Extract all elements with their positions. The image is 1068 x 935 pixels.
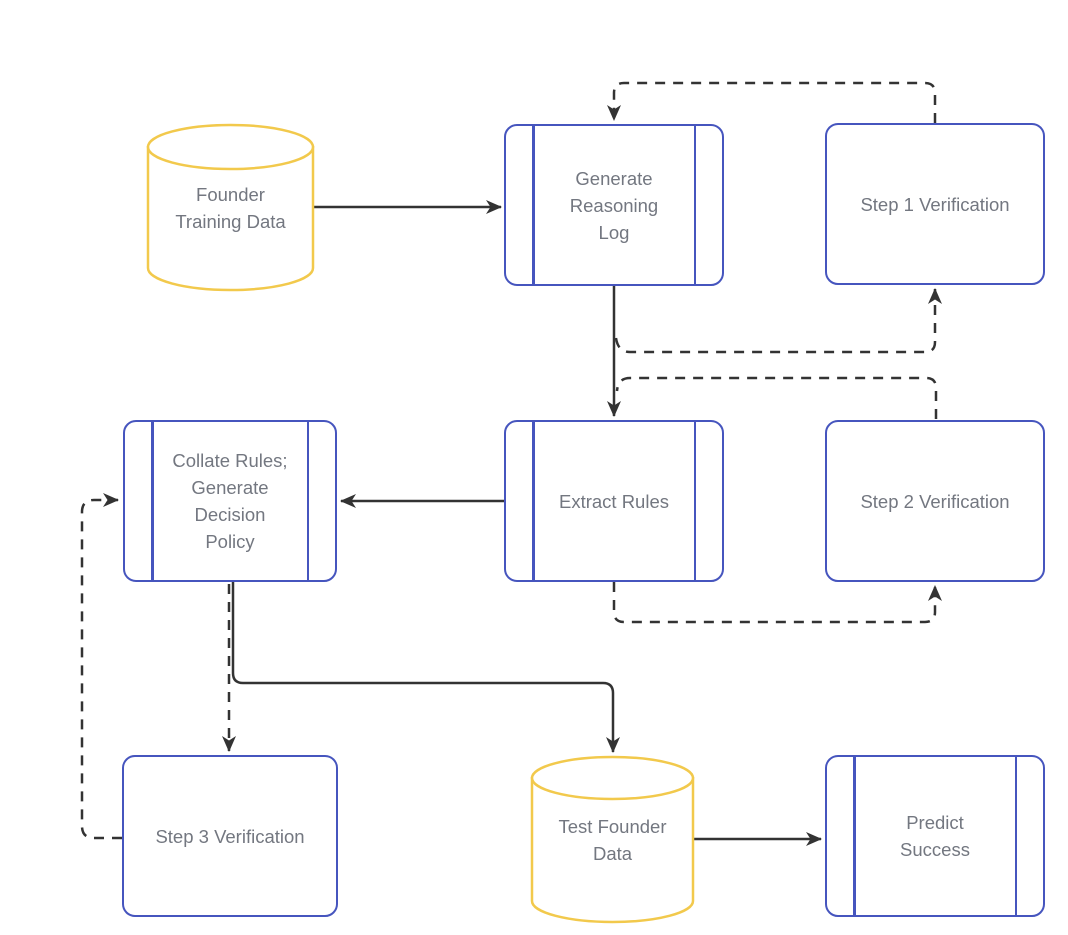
node-generate-reasoning-log: Generate Reasoning Log — [504, 124, 724, 286]
node-label: Step 2 Verification — [860, 490, 1010, 512]
edge-step3-verification-to-collate-rules — [80, 493, 122, 840]
edge-step2-verification-to-extract-rules — [615, 376, 938, 419]
subroutine-bar-left — [853, 757, 856, 915]
edge-generate-log-to-step1-verification — [614, 288, 942, 354]
node-test-founder-data — [530, 755, 695, 924]
node-founder-training-data — [146, 123, 315, 292]
node-label: Extract Rules — [558, 490, 669, 512]
node-label: Collate Rules; Generate Decision Policy — [172, 450, 288, 552]
cylinder-body — [530, 776, 695, 924]
node-step-1-verification: Step 1 Verification — [825, 123, 1045, 285]
node-label: Step 1 Verification — [860, 193, 1010, 215]
subroutine-bar-right — [306, 422, 309, 580]
node-step-3-verification: Step 3 Verification — [122, 755, 338, 917]
subroutine-bar-left — [151, 422, 154, 580]
node-extract-rules: Extract Rules — [504, 420, 724, 582]
cylinder-top — [530, 755, 695, 801]
subroutine-bar-right — [693, 422, 696, 580]
cylinder-body — [146, 145, 315, 292]
node-step-2-verification: Step 2 Verification — [825, 420, 1045, 582]
edge-step1-verification-to-generate-log — [607, 81, 937, 123]
edge-extract-rules-to-step2-verification — [612, 582, 942, 624]
subroutine-bar-right — [1014, 757, 1017, 915]
node-label: Generate Reasoning Log — [569, 167, 659, 243]
subroutine-bar-left — [532, 422, 535, 580]
edge-collate-rules-to-test-data — [231, 582, 620, 753]
node-predict-success: Predict Success — [825, 755, 1045, 917]
subroutine-bar-left — [532, 126, 535, 284]
node-label: Step 3 Verification — [155, 825, 305, 847]
cylinder-top — [146, 123, 315, 171]
subroutine-bar-right — [693, 126, 696, 284]
node-label: Predict Success — [900, 812, 970, 860]
node-collate-rules-generate-decision-policy: Collate Rules; Generate Decision Policy — [123, 420, 337, 582]
